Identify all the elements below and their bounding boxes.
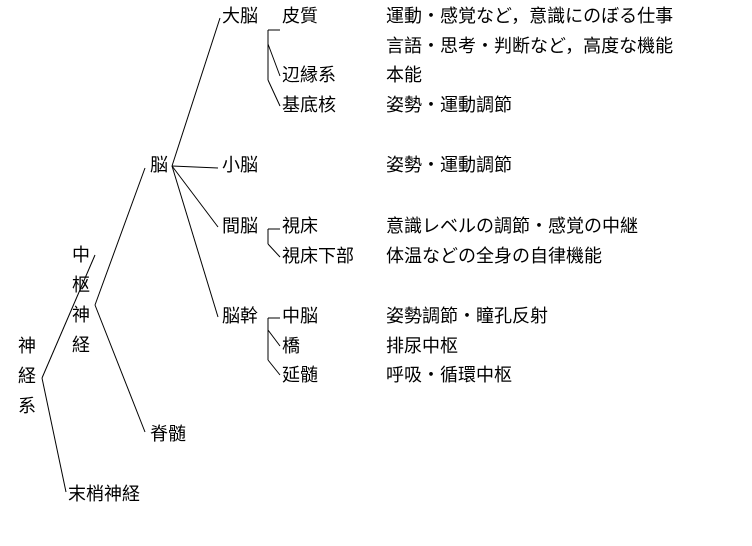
function-pons: 排尿中枢 <box>386 336 458 357</box>
vertical-char: 神 <box>72 305 90 326</box>
function-thalamus: 意識レベルの調節・感覚の中継 <box>386 216 638 237</box>
function-hypothalamus: 体温などの全身の自律機能 <box>386 246 602 267</box>
function-medulla: 呼吸・循環中枢 <box>386 365 512 386</box>
edge-nervous-central <box>41 254 96 379</box>
edge-brainstem-medulla <box>267 359 281 376</box>
node-central-nervous: 中枢神経 <box>70 241 92 361</box>
edge-nervous-peripheral <box>41 377 67 493</box>
node-medulla: 延髄 <box>282 365 318 386</box>
edge-brain-diencephalon <box>171 165 219 228</box>
node-nervous-system: 神経系 <box>16 332 38 422</box>
vertical-char: 経 <box>18 366 36 387</box>
node-midbrain: 中脳 <box>282 306 318 327</box>
node-limbic-system: 辺縁系 <box>282 65 336 86</box>
edge-brain-cerebellum <box>171 165 219 169</box>
node-peripheral-nervous: 末梢神経 <box>68 484 140 505</box>
node-basal-ganglia: 基底核 <box>282 95 336 116</box>
vertical-char: 中 <box>72 245 90 266</box>
edge-brain-brainstem <box>171 165 219 318</box>
function-midbrain: 姿勢調節・瞳孔反射 <box>386 306 548 327</box>
node-pons: 橋 <box>282 336 300 357</box>
edge-diencephalon-hypothalamus <box>267 243 281 258</box>
function-limbic: 本能 <box>386 65 422 86</box>
vertical-char: 系 <box>18 396 36 417</box>
node-cerebrum: 大脳 <box>222 6 258 27</box>
node-diencephalon: 間脳 <box>222 216 258 237</box>
node-brain: 脳 <box>150 155 168 176</box>
edge-brain-cerebrum <box>171 17 221 167</box>
node-spinal-cord: 脊髄 <box>150 424 186 445</box>
edge-brainstem-pons <box>267 329 281 347</box>
function-cortex-1: 運動・感覚など，意識にのぼる仕事 <box>386 6 674 27</box>
edge-cerebrum-limbic-stub <box>267 43 281 77</box>
node-thalamus: 視床 <box>282 216 318 237</box>
edge-central-brain <box>94 167 146 306</box>
node-brainstem: 脳幹 <box>222 306 258 327</box>
edge-cerebrum-basal <box>267 79 281 107</box>
edge-central-spinal <box>94 304 146 433</box>
vertical-char: 神 <box>18 336 36 357</box>
node-hypothalamus: 視床下部 <box>282 246 354 267</box>
vertical-char: 経 <box>72 335 90 356</box>
function-basal: 姿勢・運動調節 <box>386 95 512 116</box>
function-cortex-2: 言語・思考・判断など，高度な機能 <box>386 36 674 57</box>
node-cortex: 皮質 <box>282 6 318 27</box>
vertical-char: 枢 <box>72 275 90 296</box>
node-cerebellum: 小脳 <box>222 155 258 176</box>
function-cerebellum: 姿勢・運動調節 <box>386 155 512 176</box>
